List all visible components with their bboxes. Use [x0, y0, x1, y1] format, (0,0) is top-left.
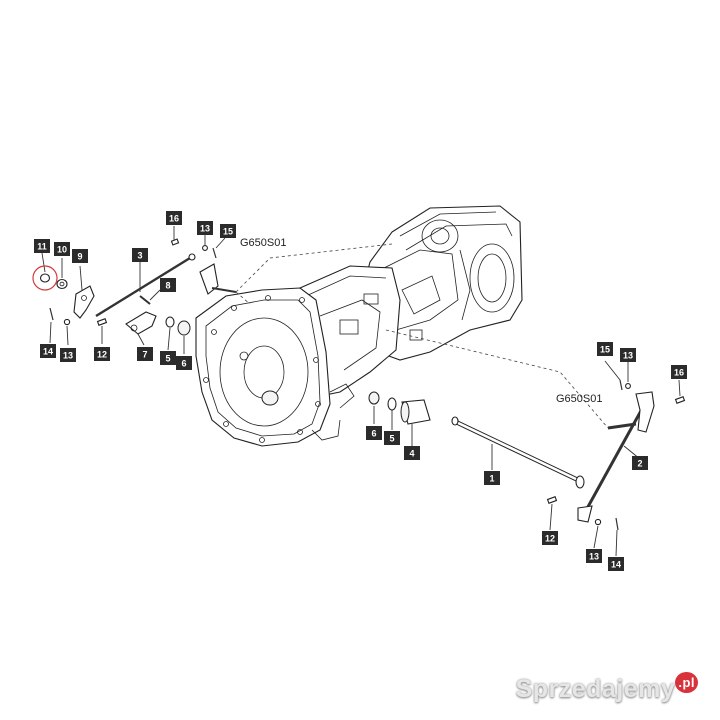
callout-9: 9: [72, 249, 88, 263]
callout-number: 6: [181, 359, 186, 369]
callout-box: [366, 426, 382, 440]
callout-box: [608, 557, 624, 571]
callout-5: 5: [160, 351, 176, 365]
callout-13: 13: [620, 348, 636, 362]
callout-number: 13: [623, 351, 633, 361]
callout-12: 12: [94, 347, 110, 361]
callout-number: 6: [371, 429, 376, 439]
callout-14: 14: [40, 344, 56, 358]
callout-number: 16: [674, 368, 684, 378]
callout-box: [160, 278, 176, 292]
callout-number: 14: [611, 560, 621, 570]
callout-13: 13: [586, 549, 602, 563]
callout-6: 6: [176, 356, 192, 370]
callout-box: [542, 531, 558, 545]
callout-box: [54, 242, 70, 256]
callout-12: 12: [542, 531, 558, 545]
callout-box: [34, 239, 50, 253]
callout-number: 8: [165, 281, 170, 291]
callout-box: [40, 344, 56, 358]
callout-box: [60, 348, 76, 362]
callout-15: 15: [220, 224, 236, 238]
callout-box: [384, 431, 400, 445]
right-linkage-parts: [546, 379, 686, 531]
reference-label-upper: G650S01: [240, 237, 286, 249]
callout-3: 3: [132, 248, 148, 262]
callout-14: 14: [608, 557, 624, 571]
callout-number: 14: [43, 347, 53, 357]
callout-box: [586, 549, 602, 563]
callout-box: [137, 347, 153, 361]
callout-number: 3: [137, 251, 142, 261]
callout-2: 2: [632, 456, 648, 470]
callout-5: 5: [384, 431, 400, 445]
callout-11: 11: [34, 239, 50, 253]
callout-13: 13: [197, 221, 213, 235]
callout-box: [620, 348, 636, 362]
leader-lines: [41, 226, 681, 557]
callout-number: 12: [97, 350, 107, 360]
callout-number: 2: [637, 459, 642, 469]
callout-number: 13: [63, 351, 73, 361]
highlight-circle: [32, 265, 58, 291]
callout-6: 6: [366, 426, 382, 440]
callout-box: [671, 365, 687, 379]
callout-box: [176, 356, 192, 370]
callout-number: 1: [489, 474, 494, 484]
callout-number: 4: [409, 449, 414, 459]
callout-number: 15: [600, 345, 610, 355]
callout-box: [160, 351, 176, 365]
callout-number: 5: [389, 434, 394, 444]
callout-box: [94, 347, 110, 361]
transmission-housing: [195, 205, 523, 447]
callout-box: [132, 248, 148, 262]
callout-8: 8: [160, 278, 176, 292]
watermark-suffix: .pl: [675, 672, 698, 693]
callout-15: 15: [597, 342, 613, 356]
callout-10: 10: [54, 242, 70, 256]
callout-number: 13: [200, 224, 210, 234]
callout-number: 7: [142, 350, 147, 360]
callout-number: 11: [37, 242, 47, 252]
watermark: Sprzedajemy.pl: [515, 672, 698, 704]
callout-box: [632, 456, 648, 470]
left-linkage-parts: [39, 238, 237, 336]
callout-box: [197, 221, 213, 235]
callout-13: 13: [60, 348, 76, 362]
callout-box: [597, 342, 613, 356]
callout-7: 7: [137, 347, 153, 361]
reference-lines: [235, 243, 609, 429]
callout-number: 15: [223, 227, 233, 237]
callout-number: 16: [169, 214, 179, 224]
watermark-text: Sprzedajemy: [515, 675, 676, 703]
callout-number: 12: [545, 534, 555, 544]
callout-number: 10: [57, 245, 67, 255]
callout-box: [484, 471, 500, 485]
callout-1: 1: [484, 471, 500, 485]
callout-box: [404, 446, 420, 460]
callout-4: 4: [404, 446, 420, 460]
reference-labels: G650S01 G650S01: [240, 237, 602, 405]
callout-number: 13: [589, 552, 599, 562]
callout-number: 9: [77, 252, 82, 262]
callout-box: [72, 249, 88, 263]
reference-label-right: G650S01: [556, 393, 602, 405]
shaft-parts: [368, 391, 585, 489]
callout-box: [220, 224, 236, 238]
callout-16: 16: [166, 211, 182, 225]
callout-number: 5: [165, 354, 170, 364]
callout-box: [166, 211, 182, 225]
callout-16: 16: [671, 365, 687, 379]
